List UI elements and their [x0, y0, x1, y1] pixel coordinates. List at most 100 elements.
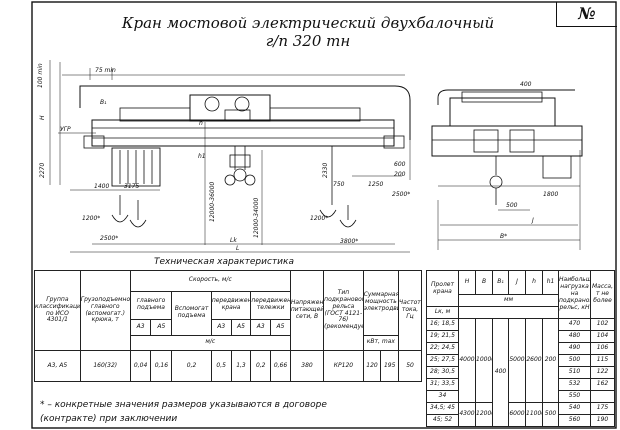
- class-a3: А3: [129, 319, 152, 336]
- dim-1250: 1250: [368, 181, 383, 188]
- dim-H: H: [39, 115, 46, 120]
- g1-H: 4000: [458, 318, 476, 403]
- span-row-3: 25; 27,5: [426, 354, 459, 367]
- side-dim-B: B*: [500, 233, 507, 240]
- dim-75min: 75 min: [95, 67, 116, 74]
- cell-trolley-a5: 0,66: [270, 350, 291, 382]
- header-mass: Масса, т не более: [590, 270, 615, 319]
- mass-row-6: [590, 390, 615, 403]
- cell-capacity: 160(32): [79, 350, 131, 382]
- g1-J: 5000: [508, 318, 526, 403]
- g2-B: 12000: [475, 402, 493, 427]
- side-view-drawing: 400 1800 500 J B*: [431, 81, 583, 250]
- footnote-line-1: * – конкретные значения размеров указыва…: [40, 400, 327, 410]
- header-main-hoist: главного подъема: [129, 290, 173, 321]
- class-a5: А5: [150, 319, 173, 336]
- dim-100min: 100 min: [37, 63, 44, 88]
- header-group-class: Группа классификации по ИСО 4301/1: [34, 270, 81, 351]
- dim-Lk: Lk: [230, 237, 237, 244]
- dim-2500-right: 2500*: [392, 191, 410, 198]
- front-view-drawing: 75 min 100 min H 2270 B₁ УГР 1400: [37, 60, 411, 253]
- side-dim-500: 500: [506, 202, 518, 209]
- header-frequency: Частота тока, Гц: [398, 270, 422, 351]
- unit-ms: м/с: [129, 334, 291, 352]
- dim-1400: 1400: [94, 183, 109, 190]
- load-row-3: 500: [558, 354, 591, 367]
- cell-aux: 0,2: [171, 350, 212, 382]
- label-ugr: УГР: [60, 126, 71, 133]
- g2-H: 4300: [458, 402, 476, 427]
- header-H: H: [458, 270, 476, 295]
- dim-2270: 2270: [39, 163, 46, 178]
- side-dim-J: J: [531, 217, 534, 224]
- dim-2500-left: 2500*: [100, 235, 118, 242]
- header-rail-type: Тип подкранового рельса (ГОСТ 4121-76) (…: [323, 270, 364, 351]
- cell-rail: КР120: [323, 350, 364, 382]
- g2-h: 11000: [525, 402, 543, 427]
- dim-2330: 2330: [322, 163, 329, 178]
- load-row-2: 490: [558, 342, 591, 355]
- span-row-5: 31; 33,5: [426, 378, 459, 391]
- load-row-0: 470: [558, 318, 591, 331]
- load-row-5: 532: [558, 378, 591, 391]
- mass-row-7: 175: [590, 402, 615, 415]
- document-number-box: №: [556, 2, 617, 27]
- header-B1: B₁: [492, 270, 509, 295]
- drawing-title: Кран мостовой электрический двухбалочный…: [121, 14, 495, 50]
- class-a3: А3: [210, 319, 232, 336]
- header-total-power: Суммарная мощность электродвигателей: [362, 270, 400, 336]
- load-row-6: 550: [558, 390, 591, 403]
- header-h1: h1: [542, 270, 559, 295]
- load-row-7: 540: [558, 402, 591, 415]
- cell-main-a3: 0,04: [129, 350, 152, 382]
- cell-frequency: 50: [398, 350, 422, 382]
- mass-row-4: 122: [590, 366, 615, 379]
- cell-main-a5: 0,16: [150, 350, 173, 382]
- cell-group: А3, А5: [34, 350, 81, 382]
- g1-B: 10000: [475, 318, 493, 403]
- header-crane-travel: передвижения крана: [210, 290, 252, 321]
- header-lk: Lк, м: [426, 306, 459, 319]
- spec-table: Группа классификации по ИСО 4301/1 Грузо…: [34, 270, 422, 382]
- cell-power-a5: 195: [380, 350, 400, 382]
- dim-200: 200: [394, 171, 406, 178]
- span-row-8: 45; 52: [426, 414, 459, 427]
- mass-row-5: 162: [590, 378, 615, 391]
- span-table: Пролет крана H B B₁ J h h1 Наибольшая на…: [426, 270, 615, 427]
- footnote: * – конкретные значения размеров указыва…: [40, 398, 327, 426]
- g1-B1: 400: [492, 318, 509, 427]
- unit-kw: кВт, max: [362, 334, 400, 352]
- header-span: Пролет крана: [426, 270, 459, 307]
- mass-row-8: 190: [590, 414, 615, 427]
- dim-12000-36000: 12000-36000: [209, 181, 216, 222]
- dim-3800: 3800*: [340, 238, 358, 245]
- load-row-8: 560: [558, 414, 591, 427]
- span-row-4: 28; 30,5: [426, 366, 459, 379]
- cell-voltage: 380: [289, 350, 325, 382]
- mass-row-1: 104: [590, 330, 615, 343]
- mass-row-2: 106: [590, 342, 615, 355]
- class-a5: А5: [270, 319, 291, 336]
- dim-3175: 3175: [124, 183, 139, 190]
- g1-h1: 200: [542, 318, 559, 403]
- dim-12000-34000: 12000-34000: [253, 197, 260, 238]
- cell-trolley-a3: 0,2: [250, 350, 272, 382]
- unit-mm: мм: [458, 294, 559, 307]
- header-trolley-travel: передвижения тележки: [250, 290, 291, 321]
- load-row-1: 480: [558, 330, 591, 343]
- span-row-6: 34: [426, 390, 459, 403]
- dim-B1: B₁: [100, 99, 107, 106]
- cell-crane-a3: 0,5: [210, 350, 232, 382]
- header-speed: Скорость, м/с: [129, 270, 291, 292]
- g2-J: 6000: [508, 402, 526, 427]
- dim-L: L: [236, 245, 239, 252]
- side-dim-400: 400: [520, 81, 532, 88]
- span-row-2: 22; 24,5: [426, 342, 459, 355]
- mass-row-0: 102: [590, 318, 615, 331]
- footnote-line-2: (контракте) при заключении: [40, 414, 178, 424]
- load-row-4: 510: [558, 366, 591, 379]
- g2-h1: 500: [542, 402, 559, 427]
- header-capacity: Грузоподъемность главного (вспомогат.) к…: [79, 270, 131, 351]
